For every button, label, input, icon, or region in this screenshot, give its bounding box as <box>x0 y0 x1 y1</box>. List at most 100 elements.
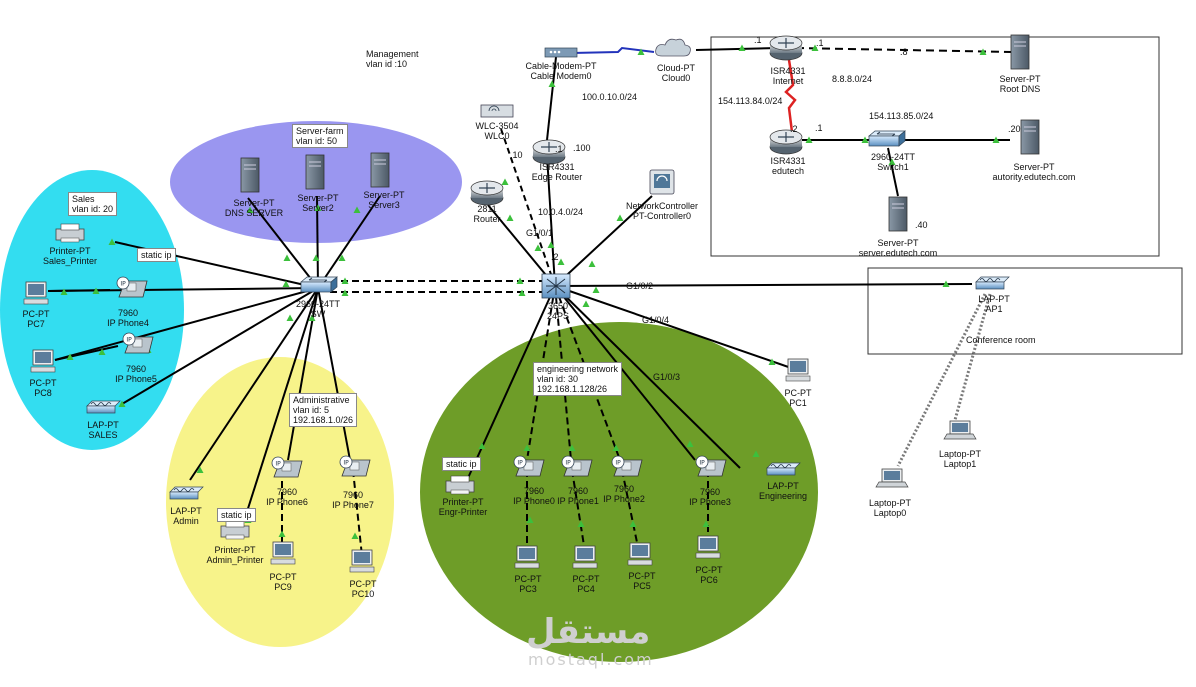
management-vlan: vlan id :10 <box>366 59 408 69</box>
ip-dot2-isr-label: .2 <box>790 124 798 134</box>
server-farm-label: Server-farm vlan id: 50 <box>292 124 348 148</box>
sales-title: Sales <box>72 194 95 204</box>
wlc-icon[interactable] <box>480 104 514 118</box>
engineering-vlan: vlan id: 30 <box>537 374 579 384</box>
dns-server-icon[interactable] <box>240 157 260 193</box>
laptop1-icon[interactable] <box>943 420 977 440</box>
ap1-icon[interactable] <box>975 276 1010 290</box>
lap-engineering-icon[interactable] <box>766 462 801 476</box>
sales-label: Sales vlan id: 20 <box>68 192 118 216</box>
ip-dot1-isr-label: .1 <box>816 38 824 48</box>
sales-vlan: vlan id: 20 <box>72 204 114 214</box>
server3-icon[interactable] <box>370 152 390 188</box>
net-154-85-label: 154.113.85.0/24 <box>869 111 934 121</box>
router-2811-icon[interactable] <box>470 180 504 206</box>
conference-room-frame <box>867 267 1183 355</box>
authority-server-icon[interactable] <box>1020 119 1040 155</box>
pc3-icon[interactable] <box>514 545 540 569</box>
coax-link <box>571 46 655 54</box>
wireless-links <box>896 293 992 467</box>
pc8-icon[interactable] <box>30 349 56 373</box>
laptop0-icon[interactable] <box>875 468 909 488</box>
isp-area-frame <box>710 36 1160 257</box>
administrative-title: Administrative <box>293 395 350 405</box>
core-switch-icon[interactable] <box>541 273 571 299</box>
network-controller-icon[interactable] <box>649 169 675 195</box>
cable-modem-icon[interactable] <box>544 47 578 58</box>
dist-switch-icon[interactable] <box>300 276 338 293</box>
watermark-logo: مستقل <box>526 612 651 652</box>
root-dns-icon[interactable] <box>1010 34 1030 70</box>
engineering-label: engineering network vlan id: 30 192.168.… <box>533 362 623 396</box>
conference-room-label: Conference room <box>966 335 1036 345</box>
net-8-label: 8.8.8.0/24 <box>832 74 873 84</box>
switch1-icon[interactable] <box>868 130 906 147</box>
static-ip-sales-tag: static ip <box>137 248 176 262</box>
pc4-icon[interactable] <box>572 545 598 569</box>
zones <box>0 36 1183 662</box>
pc5-icon[interactable] <box>627 542 653 566</box>
pc10-icon[interactable] <box>349 549 375 573</box>
engineering-title: engineering network <box>537 364 619 374</box>
ip-dot1-switch1-label: .1 <box>815 123 823 133</box>
engineering-subnet: 192.168.1.128/26 <box>537 384 608 394</box>
ip-dot8-label: .8 <box>900 47 908 57</box>
interface-g1-0-2-label: G1/0/2 <box>626 281 654 291</box>
pc1-icon[interactable] <box>785 358 811 382</box>
ip-dot100-label: .100 <box>573 143 591 153</box>
lap-sales-icon[interactable] <box>86 400 121 414</box>
interface-g1-0-3-label: G1/0/3 <box>653 372 681 382</box>
serial-link <box>784 59 797 133</box>
engineering-zone <box>420 322 818 662</box>
isr-internet-icon[interactable] <box>769 35 803 61</box>
pc7-icon[interactable] <box>23 281 49 305</box>
administrative-label: Administrative vlan id: 5 192.168.1.0/26 <box>289 393 358 427</box>
lap-admin-icon[interactable] <box>169 486 204 500</box>
ip-dot40-label: .40 <box>915 220 928 230</box>
management-label: Management vlan id :10 <box>366 49 419 69</box>
net-154-84-label: 154.113.84.0/24 <box>718 96 783 106</box>
server2-icon[interactable] <box>305 154 325 190</box>
server-farm-vlan: vlan id: 50 <box>296 136 338 146</box>
pc9-icon[interactable] <box>270 541 296 565</box>
edutech-server-icon[interactable] <box>888 196 908 232</box>
administrative-vlan: vlan id: 5 <box>293 405 330 415</box>
interface-g1-0-1-label: G1/0/1 <box>526 228 554 238</box>
pc6-icon[interactable] <box>695 535 721 559</box>
net-10-label: 10.0.4.0/24 <box>538 207 584 217</box>
cloud-icon[interactable] <box>655 38 691 57</box>
server-farm-title: Server-farm <box>296 126 344 136</box>
interface-g1-0-4-label: G1/0/4 <box>642 315 670 325</box>
